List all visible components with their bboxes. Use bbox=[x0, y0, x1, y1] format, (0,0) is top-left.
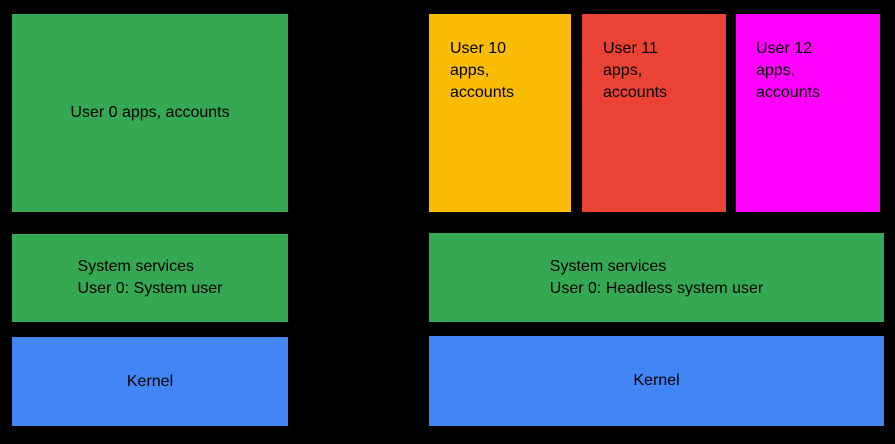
user11-apps-block: User 11 apps, accounts bbox=[582, 14, 726, 212]
kernel-block-left: Kernel bbox=[12, 337, 288, 426]
user12-apps-label: User 12 apps, accounts bbox=[756, 40, 821, 101]
kernel-block-right: Kernel bbox=[429, 336, 884, 426]
system-services-label-right: System services User 0: Headless system … bbox=[549, 257, 764, 297]
user10-apps-block: User 10 apps, accounts bbox=[429, 14, 571, 212]
user12-apps-block: User 12 apps, accounts bbox=[736, 14, 880, 212]
user10-apps-label: User 10 apps, accounts bbox=[450, 40, 515, 101]
system-services-block-left: System services User 0: System user bbox=[12, 234, 288, 322]
user0-apps-label: User 0 apps, accounts bbox=[70, 104, 230, 121]
system-services-label-left: System services User 0: System user bbox=[77, 258, 223, 297]
user11-apps-label: User 11 apps, accounts bbox=[603, 40, 668, 101]
system-services-block-right: System services User 0: Headless system … bbox=[429, 233, 884, 322]
user0-apps-block: User 0 apps, accounts bbox=[12, 14, 288, 212]
kernel-label-right: Kernel bbox=[633, 372, 680, 389]
kernel-label-left: Kernel bbox=[126, 372, 174, 390]
